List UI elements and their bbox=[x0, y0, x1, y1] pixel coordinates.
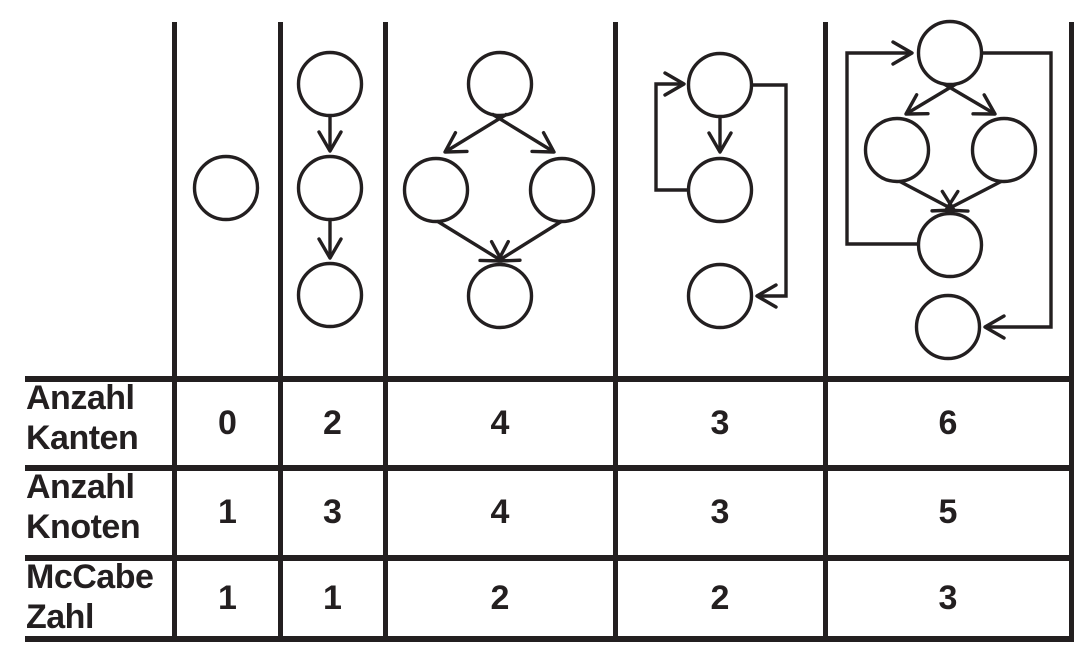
column-divider-3 bbox=[383, 22, 388, 641]
graph-edge-arrow bbox=[491, 112, 556, 154]
row-separator-top bbox=[25, 376, 1074, 382]
graph-2-sequence bbox=[296, 50, 364, 329]
row-label-anzahl-knoten: Anzahl Knoten bbox=[26, 467, 171, 547]
cell-knoten-graph3: 4 bbox=[490, 493, 510, 531]
graph-node bbox=[863, 116, 931, 184]
graph-node bbox=[466, 262, 534, 330]
row-label-line: Anzahl bbox=[26, 468, 135, 506]
graph-edge-arrow bbox=[436, 219, 504, 263]
cell-kanten-graph4: 3 bbox=[710, 403, 730, 442]
graph-node bbox=[402, 156, 470, 224]
cell-knoten-graph1: 1 bbox=[218, 493, 237, 531]
graph-node bbox=[528, 156, 596, 224]
graph-node bbox=[914, 293, 982, 361]
graph-5-branch-and-loop bbox=[845, 19, 1053, 361]
graph-edge-arrow bbox=[443, 112, 508, 154]
cell-knoten-graph5: 5 bbox=[938, 493, 958, 531]
cell-knoten-graph4: 3 bbox=[710, 493, 730, 531]
column-divider-4 bbox=[613, 22, 618, 641]
graph-edge-arrow bbox=[944, 179, 1003, 213]
graph-3-branch bbox=[402, 50, 596, 330]
graph-node bbox=[296, 261, 364, 329]
table-right-border bbox=[1069, 22, 1074, 641]
row-label-line: Knoten bbox=[26, 508, 141, 546]
graph-edge-arrow bbox=[904, 82, 957, 116]
cell-kanten-graph1: 0 bbox=[218, 403, 237, 442]
graph-1-single-node bbox=[192, 154, 260, 222]
cell-kanten-graph5: 6 bbox=[938, 403, 958, 442]
graph-edge-arrow bbox=[898, 179, 956, 213]
graph-node bbox=[296, 154, 364, 222]
row-label-line: McCabe bbox=[26, 558, 154, 596]
cell-mccabe-graph2: 1 bbox=[323, 578, 342, 617]
graph-node bbox=[916, 211, 984, 279]
graph-4-loop bbox=[654, 51, 788, 330]
cell-kanten-graph3: 4 bbox=[490, 403, 510, 442]
row-separator-2 bbox=[25, 555, 1074, 561]
row-label-mccabe-zahl: McCabe Zahl bbox=[26, 557, 171, 637]
column-divider-1 bbox=[172, 22, 177, 641]
cell-mccabe-graph4: 2 bbox=[710, 578, 730, 617]
graph-edge-arrow bbox=[752, 83, 788, 309]
graph-node bbox=[192, 154, 260, 222]
column-divider-5 bbox=[823, 22, 828, 641]
graph-node bbox=[686, 262, 754, 330]
row-label-line: Anzahl bbox=[26, 379, 135, 417]
graph-edge-arrow bbox=[654, 71, 688, 192]
graph-edge-arrow bbox=[943, 82, 997, 116]
row-label-anzahl-kanten: Anzahl Kanten bbox=[26, 378, 171, 458]
cell-mccabe-graph3: 2 bbox=[490, 578, 510, 617]
graph-node bbox=[916, 19, 984, 87]
table-bottom-border bbox=[25, 636, 1074, 642]
cell-kanten-graph2: 2 bbox=[323, 403, 342, 442]
graph-node bbox=[296, 50, 364, 118]
cell-knoten-graph2: 3 bbox=[323, 493, 342, 531]
graph-node bbox=[970, 116, 1038, 184]
graph-edge-arrow bbox=[845, 40, 918, 246]
cell-mccabe-graph5: 3 bbox=[938, 578, 958, 617]
row-separator-1 bbox=[25, 465, 1074, 471]
graph-node bbox=[686, 156, 754, 224]
column-divider-2 bbox=[278, 22, 283, 641]
graph-node bbox=[686, 51, 754, 119]
cell-mccabe-graph1: 1 bbox=[218, 578, 237, 617]
row-label-line: Zahl bbox=[26, 598, 94, 636]
row-label-line: Kanten bbox=[26, 419, 139, 457]
graph-edge-arrow bbox=[982, 51, 1053, 340]
graph-node bbox=[466, 50, 534, 118]
graph-edge-arrow bbox=[496, 219, 563, 263]
